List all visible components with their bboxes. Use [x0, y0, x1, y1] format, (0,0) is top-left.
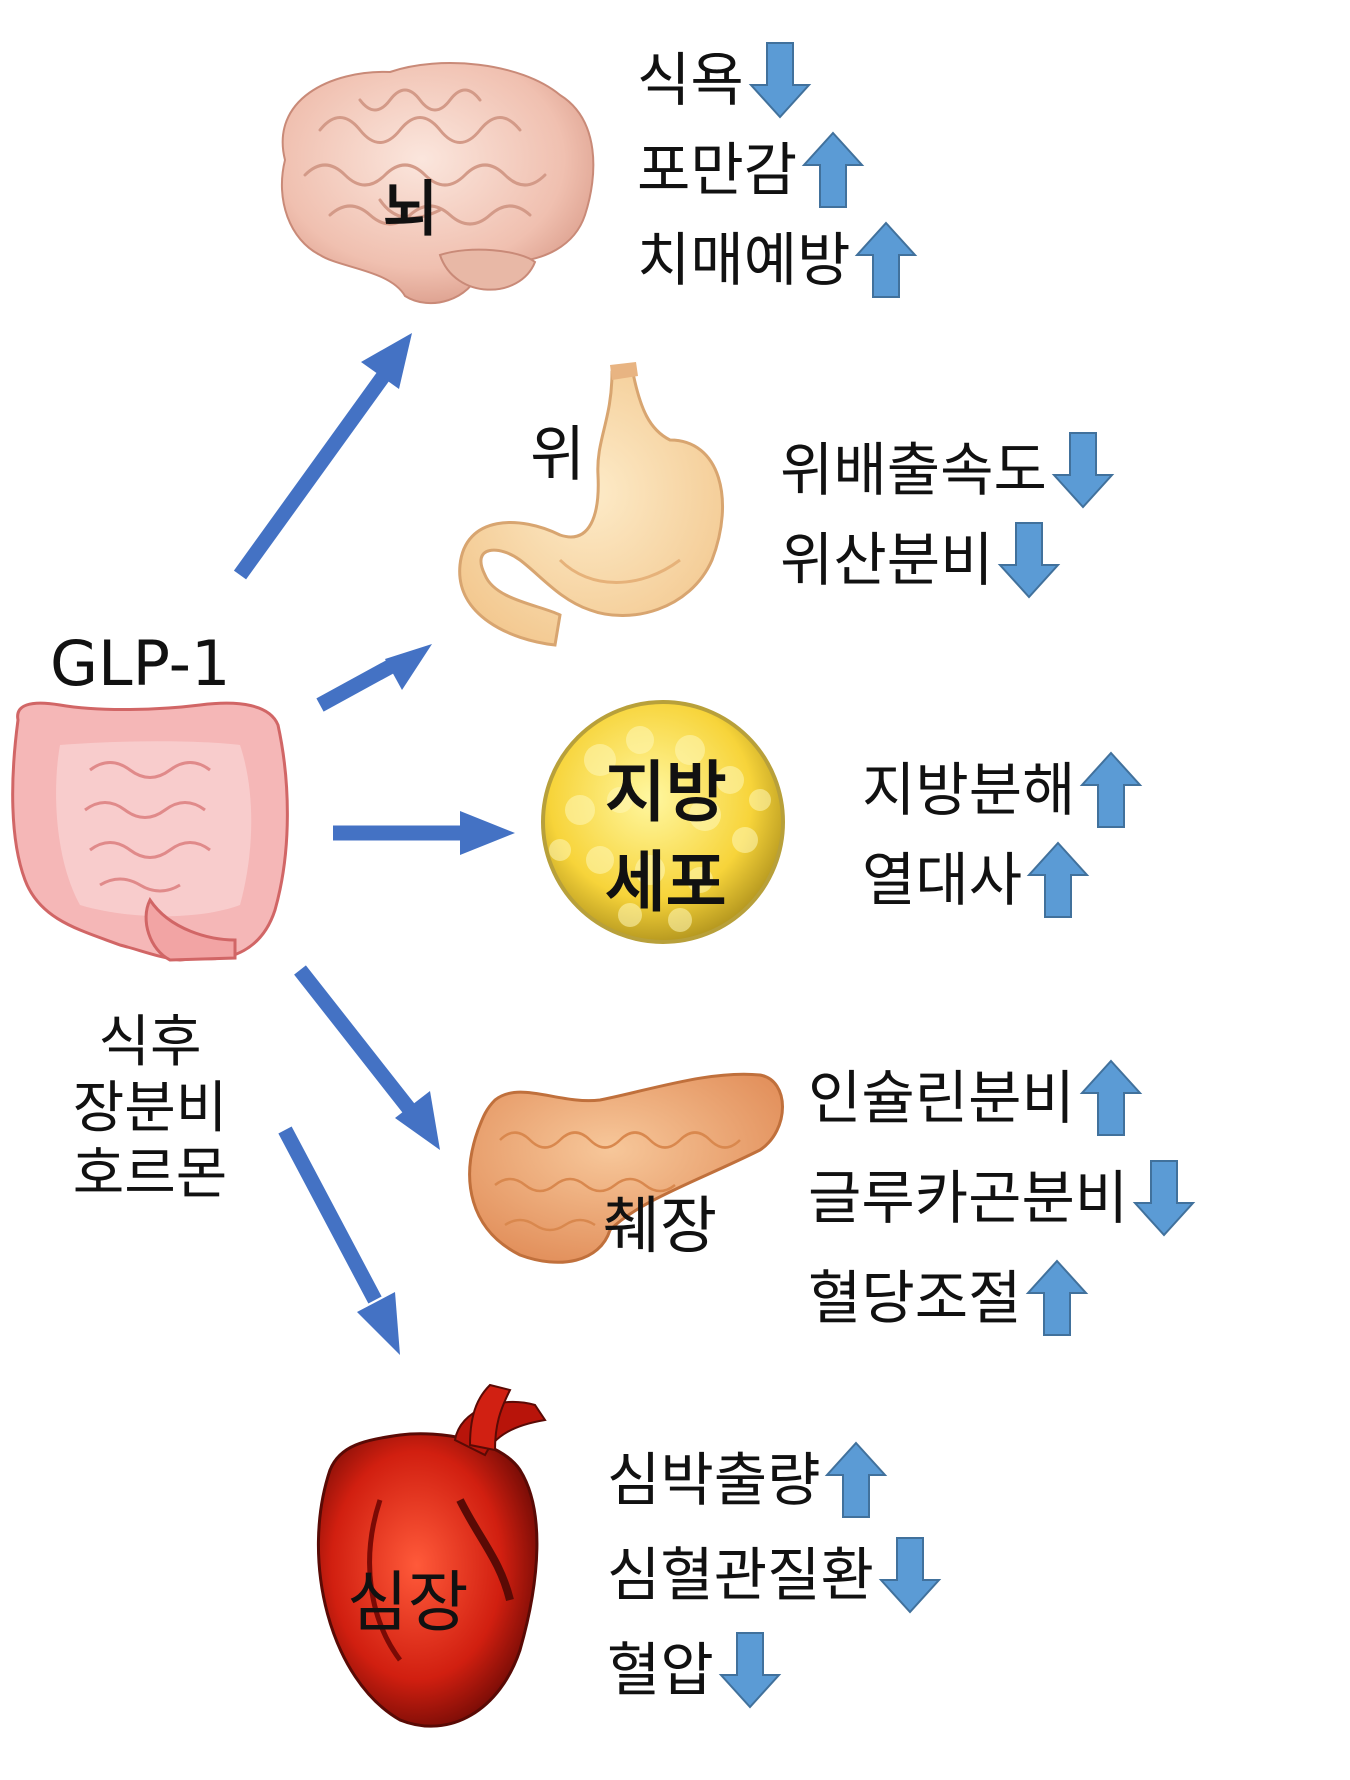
up-indicator [1075, 750, 1143, 830]
arrow-down-icon [998, 522, 1061, 599]
flow-arrow-heart [278, 1126, 400, 1355]
up-indicator [1021, 1258, 1089, 1338]
arrow-up-icon [801, 131, 865, 208]
stomach-illustration [458, 362, 724, 647]
heart-illustration [316, 1383, 547, 1728]
arrow-up-icon [825, 1441, 888, 1518]
arrow-down-icon [748, 42, 811, 119]
flow-arrow-brain [233, 333, 412, 580]
up-indicator [820, 1440, 888, 1520]
arrow-up-icon [1026, 841, 1090, 918]
arrow-down-icon [718, 1632, 781, 1709]
up-indicator [797, 130, 865, 210]
flow-arrow-pancreas [294, 965, 440, 1150]
effect-pancreas-3: 혈당조절 [808, 1258, 1089, 1338]
effect-text: 식욕 [637, 46, 744, 114]
effect-brain-2: 포만감 [637, 130, 865, 210]
effect-text: 열대사 [862, 846, 1023, 914]
arrow-up-icon [855, 221, 918, 298]
arrow-up-icon [1080, 751, 1143, 828]
organ-label-heart: 심장 [347, 1564, 469, 1641]
effect-text: 위배출속도 [780, 436, 1047, 504]
effect-text: 혈압 [607, 1636, 714, 1704]
effect-text: 위산분비 [780, 526, 994, 594]
effect-text: 인슐린분비 [808, 1064, 1075, 1132]
source-line-1: 식후 [98, 1010, 202, 1075]
effect-stomach-1: 위배출속도 [780, 430, 1115, 510]
down-indicator [874, 1535, 942, 1615]
effect-heart-1: 심박출량 [607, 1440, 888, 1520]
up-indicator [1075, 1058, 1143, 1138]
organ-label-fat-1: 지방 [605, 754, 727, 831]
fat-cell-illustration [541, 700, 785, 944]
flow-arrow-stomach [316, 644, 432, 712]
up-indicator [850, 220, 918, 300]
down-indicator [1128, 1158, 1196, 1238]
effect-heart-3: 혈압 [607, 1630, 782, 1710]
source-description: 식후 장분비 호르몬 [40, 1010, 260, 1208]
effect-brain-3: 치매예방 [637, 220, 918, 300]
down-indicator [993, 520, 1061, 600]
down-indicator [714, 1630, 782, 1710]
effect-brain-1: 식욕 [637, 40, 812, 120]
effect-fat-2: 열대사 [862, 840, 1090, 920]
effect-text: 심박출량 [607, 1446, 821, 1514]
effect-text: 심혈관질환 [607, 1541, 874, 1609]
arrow-down-icon [1051, 432, 1115, 509]
intestine-illustration [11, 701, 289, 962]
up-indicator [1022, 840, 1090, 920]
source-line-3: 호르몬 [72, 1142, 228, 1208]
effect-text: 포만감 [637, 136, 798, 204]
brain-illustration [280, 62, 595, 305]
pancreas-illustration [468, 1072, 784, 1264]
effect-text: 혈당조절 [808, 1264, 1022, 1332]
arrow-down-icon [878, 1537, 942, 1614]
effect-heart-2: 심혈관질환 [607, 1535, 942, 1615]
arrow-down-icon [1132, 1160, 1196, 1237]
organ-label-pancreas: 췌장 [603, 1189, 718, 1262]
down-indicator [1047, 430, 1115, 510]
effect-text: 지방분해 [862, 756, 1076, 824]
effect-pancreas-2: 글루카곤분비 [808, 1158, 1196, 1238]
flow-arrows [233, 333, 515, 1355]
effect-fat-1: 지방분해 [862, 750, 1143, 830]
hormone-label: GLP-1 [50, 627, 231, 700]
flow-arrow-fat [333, 811, 515, 855]
effect-stomach-2: 위산분비 [780, 520, 1061, 600]
arrow-up-icon [1079, 1059, 1143, 1136]
arrow-up-icon [1026, 1259, 1089, 1336]
effect-text: 글루카곤분비 [808, 1164, 1129, 1232]
organ-label-brain: 뇌 [383, 175, 439, 245]
source-line-2: 장분비 [72, 1076, 228, 1142]
organ-label-fat-2: 세포 [605, 844, 727, 921]
effect-pancreas-1: 인슐린분비 [808, 1058, 1143, 1138]
down-indicator [744, 40, 812, 120]
organ-label-stomach: 위 [530, 420, 586, 490]
effect-text: 치매예방 [637, 226, 851, 294]
